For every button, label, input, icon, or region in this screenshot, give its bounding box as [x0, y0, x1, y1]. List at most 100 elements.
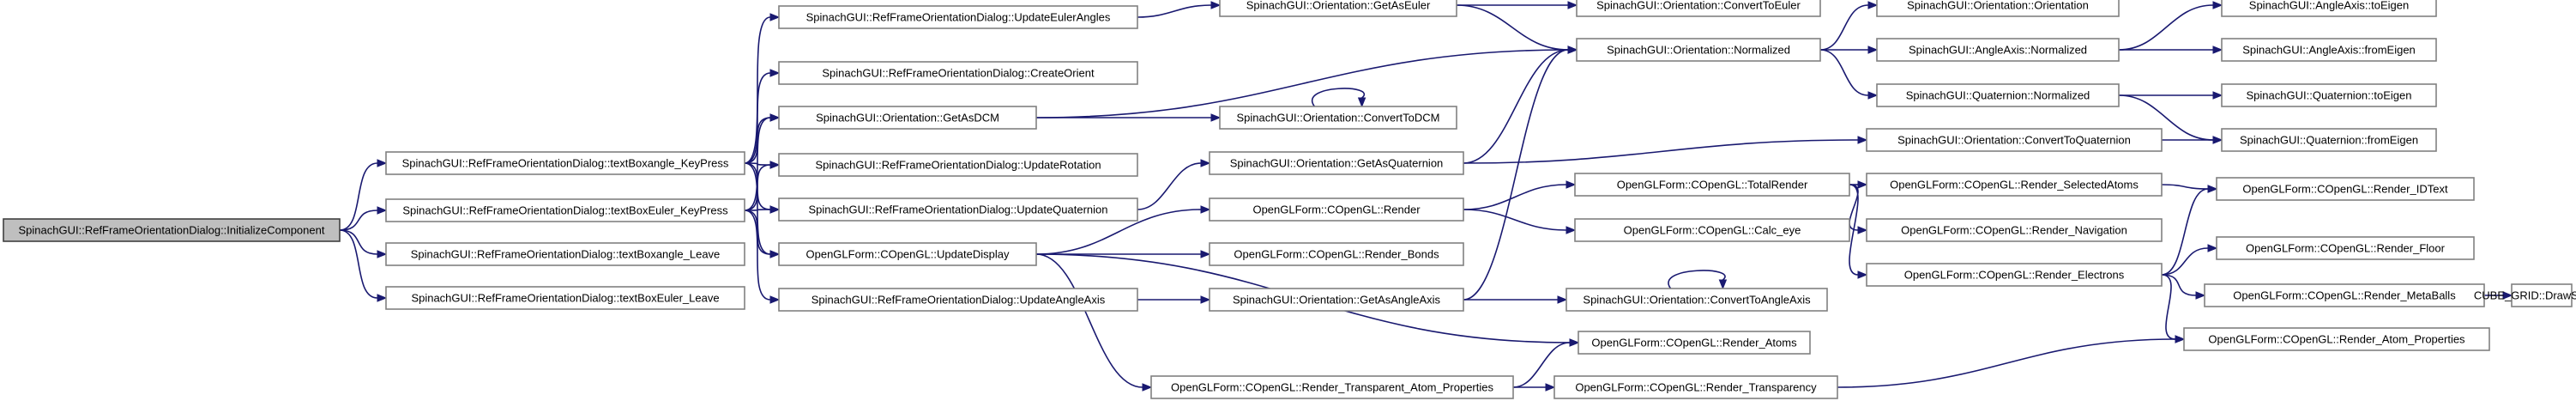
node-ctdcm[interactable]: SpinachGUI::Orientation::ConvertToDCM	[1219, 106, 1457, 130]
node-tbak[interactable]: SpinachGUI::RefFrameOrientationDialog::t…	[385, 151, 745, 175]
edge-line	[744, 162, 771, 255]
node-box	[1866, 173, 2163, 197]
node-ctq[interactable]: SpinachGUI::Orientation::ConvertToQuater…	[1866, 128, 2163, 152]
node-relec[interactable]: OpenGLForm::COpenGL::Render_Electrons	[1866, 263, 2163, 287]
node-gae[interactable]: SpinachGUI::Orientation::GetAsEuler	[1219, 0, 1457, 17]
edge-tbak-to-uea	[744, 13, 781, 164]
edge-tbek-to-ud	[744, 210, 781, 258]
node-uq[interactable]: SpinachGUI::RefFrameOrientationDialog::U…	[778, 197, 1138, 222]
edge-line	[1311, 88, 1366, 107]
node-qtoe[interactable]: SpinachGUI::Quaternion::toEigen	[2221, 83, 2437, 107]
arrowhead-icon	[769, 161, 781, 169]
node-co[interactable]: SpinachGUI::RefFrameOrientationDialog::C…	[778, 61, 1138, 85]
edge-gaq-to-onorm	[1463, 46, 1578, 164]
node-box	[778, 197, 1138, 222]
node-tbek[interactable]: SpinachGUI::RefFrameOrientationDialog::t…	[385, 198, 745, 222]
node-render[interactable]: OpenGLForm::COpenGL::Render	[1209, 197, 1464, 222]
edge-onorm-to-aanorm	[1820, 46, 1879, 54]
arrowhead-icon	[769, 295, 781, 304]
arrowhead-icon	[2207, 185, 2218, 193]
edge-uea-to-gae	[1137, 1, 1222, 18]
node-box	[2204, 283, 2485, 307]
node-ctaa[interactable]: SpinachGUI::Orientation::ConvertToAngleA…	[1566, 288, 1828, 312]
node-uea[interactable]: SpinachGUI::RefFrameOrientationDialog::U…	[778, 5, 1138, 29]
node-box	[2216, 177, 2475, 201]
node-label: OpenGLForm::COpenGL::TotalRender	[1617, 178, 1808, 191]
edge-ud-to-rtap	[1035, 253, 1153, 392]
node-box	[778, 153, 1138, 177]
node-aafe[interactable]: SpinachGUI::AngleAxis::fromEigen	[2221, 38, 2437, 62]
arrowhead-icon	[1200, 295, 1211, 304]
node-rnav[interactable]: OpenGLForm::COpenGL::Render_Navigation	[1866, 218, 2163, 242]
node-label: SpinachGUI::RefFrameOrientationDialog::t…	[411, 247, 721, 260]
node-gaq[interactable]: SpinachGUI::Orientation::GetAsQuaternion	[1209, 151, 1464, 175]
edge-line	[1463, 209, 1567, 231]
node-qnorm[interactable]: SpinachGUI::Quaternion::Normalized	[1876, 83, 2120, 107]
node-rmb[interactable]: OpenGLForm::COpenGL::Render_MetaBalls	[2204, 283, 2485, 307]
edge-line	[339, 229, 378, 299]
arrowhead-icon	[2207, 244, 2218, 252]
node-box	[1876, 83, 2120, 107]
node-onorm[interactable]: SpinachGUI::Orientation::Normalized	[1576, 38, 1821, 62]
node-label: SpinachGUI::Orientation::GetAsEuler	[1246, 0, 1431, 11]
node-box	[1866, 263, 2163, 287]
arrowhead-icon	[769, 113, 781, 122]
arrowhead-icon	[1567, 1, 1578, 9]
node-rsel[interactable]: OpenGLForm::COpenGL::Render_SelectedAtom…	[1866, 173, 2163, 197]
node-label: OpenGLForm::COpenGL::Render_Bonds	[1234, 247, 1439, 260]
edge-gaaa-to-onorm	[1463, 46, 1578, 301]
node-uaa[interactable]: SpinachGUI::RefFrameOrientationDialog::U…	[778, 288, 1138, 312]
node-label: OpenGLForm::COpenGL::Render_Atom_Propert…	[2208, 332, 2465, 345]
edge-line	[1837, 338, 2176, 388]
node-rtap[interactable]: OpenGLForm::COpenGL::Render_Transparent_…	[1150, 375, 1514, 399]
edge-tbak-to-co	[744, 69, 781, 164]
node-qfe[interactable]: SpinachGUI::Quaternion::fromEigen	[2221, 128, 2437, 152]
node-aatoe[interactable]: SpinachGUI::AngleAxis::toEigen	[2221, 0, 2437, 17]
node-aanorm[interactable]: SpinachGUI::AngleAxis::Normalized	[1876, 38, 2120, 62]
node-label: SpinachGUI::Orientation::Normalized	[1607, 43, 1790, 56]
node-label: OpenGLForm::COpenGL::Render_Atoms	[1591, 336, 1797, 349]
node-box	[1578, 331, 1811, 355]
node-rap[interactable]: OpenGLForm::COpenGL::Render_Atom_Propert…	[2183, 327, 2490, 351]
node-label: SpinachGUI::Orientation::ConvertToQuater…	[1897, 133, 2131, 146]
node-ratoms[interactable]: OpenGLForm::COpenGL::Render_Atoms	[1578, 331, 1811, 355]
edge-line	[744, 210, 771, 301]
node-gaaa[interactable]: SpinachGUI::Orientation::GetAsAngleAxis	[1209, 288, 1464, 312]
node-tbel[interactable]: SpinachGUI::RefFrameOrientationDialog::t…	[385, 286, 745, 310]
node-cube[interactable]: CUBE_GRID::DrawSurface	[2474, 283, 2576, 307]
arrowhead-icon	[2212, 91, 2223, 100]
edge-tbak-to-gdcm	[744, 113, 781, 164]
edge-gaq-to-ctq	[1463, 136, 1868, 164]
node-cte[interactable]: SpinachGUI::Orientation::ConvertToEuler	[1576, 0, 1821, 17]
node-tbal[interactable]: SpinachGUI::RefFrameOrientationDialog::t…	[385, 242, 745, 266]
edge-qnorm-to-qfe	[2118, 94, 2223, 144]
node-rtrans[interactable]: OpenGLForm::COpenGL::Render_Transparency	[1553, 375, 1838, 399]
node-gdcm[interactable]: SpinachGUI::Orientation::GetAsDCM	[778, 106, 1037, 130]
arrowhead-icon	[1210, 113, 1222, 122]
edge-qnorm-to-qtoe	[2119, 91, 2223, 100]
node-box	[2183, 327, 2490, 351]
node-ridt[interactable]: OpenGLForm::COpenGL::Render_IDText	[2216, 177, 2475, 201]
arrowhead-icon	[1857, 136, 1868, 144]
node-label: SpinachGUI::Orientation::GetAsAngleAxis	[1233, 293, 1441, 306]
arrowhead-icon	[2502, 291, 2513, 300]
node-trender[interactable]: OpenGLForm::COpenGL::TotalRender	[1574, 173, 1850, 197]
node-label: SpinachGUI::Orientation::Orientation	[1907, 0, 2089, 11]
edge-line	[1463, 184, 1567, 210]
node-ud[interactable]: OpenGLForm::COpenGL::UpdateDisplay	[778, 242, 1037, 266]
node-initcomp[interactable]: SpinachGUI::RefFrameOrientationDialog::I…	[3, 218, 341, 242]
edge-rtap-to-rtrans	[1512, 383, 1556, 392]
node-box	[2511, 283, 2573, 307]
edge-rtap-to-ratoms	[1512, 338, 1580, 388]
arrowhead-icon	[769, 250, 781, 258]
node-calceye[interactable]: OpenGLForm::COpenGL::Calc_eye	[1574, 218, 1850, 242]
edge-tbek-to-ur	[744, 161, 781, 211]
node-oorient[interactable]: SpinachGUI::Orientation::Orientation	[1876, 0, 2120, 17]
node-rfloor[interactable]: OpenGLForm::COpenGL::Render_Floor	[2216, 236, 2475, 260]
node-label: SpinachGUI::Quaternion::toEigen	[2247, 88, 2412, 101]
arrowhead-icon	[2212, 46, 2223, 54]
node-label: OpenGLForm::COpenGL::Render_SelectedAtom…	[1890, 178, 2139, 191]
node-rbonds[interactable]: OpenGLForm::COpenGL::Render_Bonds	[1209, 242, 1464, 266]
node-ur[interactable]: SpinachGUI::RefFrameOrientationDialog::U…	[778, 153, 1138, 177]
arrowhead-icon	[2175, 335, 2186, 343]
